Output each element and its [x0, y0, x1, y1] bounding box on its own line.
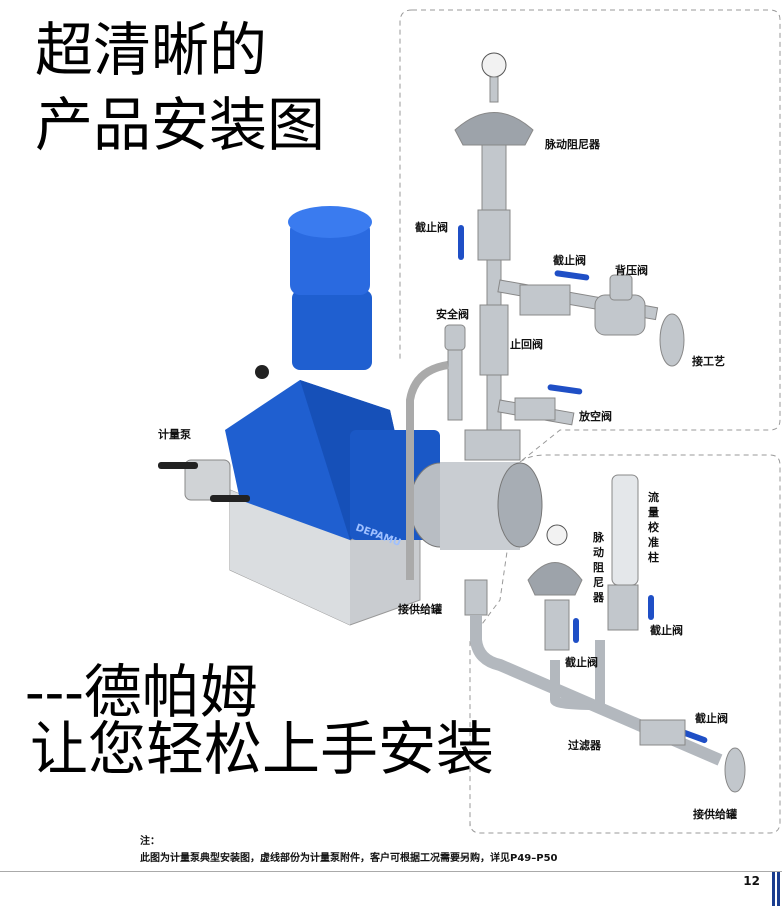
accessory-boundary-upper-left: [399, 9, 413, 360]
page-accent-bars: [772, 872, 780, 906]
metering-pump: DEPAMU: [158, 206, 543, 626]
label-stop-valve-2: 截止阀: [553, 254, 586, 267]
label-back-pressure-valve: 背压阀: [615, 264, 648, 277]
footer-divider: [0, 871, 782, 872]
accessory-boundary-upper: [412, 9, 781, 830]
label-stop-valve-1: 截止阀: [415, 221, 448, 234]
label-pulsation-damper-bottom: 脉动阻尼器: [593, 531, 604, 604]
label-check-valve: 止回阀: [510, 338, 543, 351]
label-to-supply-tank-2: 接供给罐: [693, 808, 737, 821]
label-stop-valve-5: 截止阀: [695, 712, 728, 725]
page-number: 12: [743, 874, 760, 888]
label-to-supply-tank-1: 接供给罐: [398, 603, 442, 616]
note-title: 注：: [140, 836, 160, 847]
label-stop-valve-3: 截止阀: [650, 624, 683, 637]
valve-handles: [458, 225, 708, 744]
headline-line-4: 让您轻松上手安装: [30, 715, 495, 783]
label-vent-valve: 放空阀: [579, 410, 612, 423]
label-calibration-column: 流量校准柱: [648, 491, 659, 564]
discharge-pipework: [406, 52, 685, 580]
label-safety-valve: 安全阀: [436, 308, 469, 321]
label-to-process: 接工艺: [692, 355, 725, 368]
label-metering-pump: 计量泵: [158, 428, 191, 441]
label-filter: 过滤器: [568, 739, 601, 752]
suction-pipework: [464, 474, 746, 793]
label-stop-valve-4: 截止阀: [565, 656, 598, 669]
accessory-boundary-lower: [469, 454, 781, 834]
headline-line-1: 超清晰的: [35, 16, 268, 84]
label-pulsation-damper-top: 脉动阻尼器: [545, 138, 600, 151]
note-text: 此图为计量泵典型安装图，虚线部份为计量泵附件，客户可根据工况需要另购，详见P49…: [140, 853, 558, 864]
headline-line-3: ---德帕姆: [25, 658, 258, 726]
headline-line-2: 产品安装图: [35, 91, 326, 159]
